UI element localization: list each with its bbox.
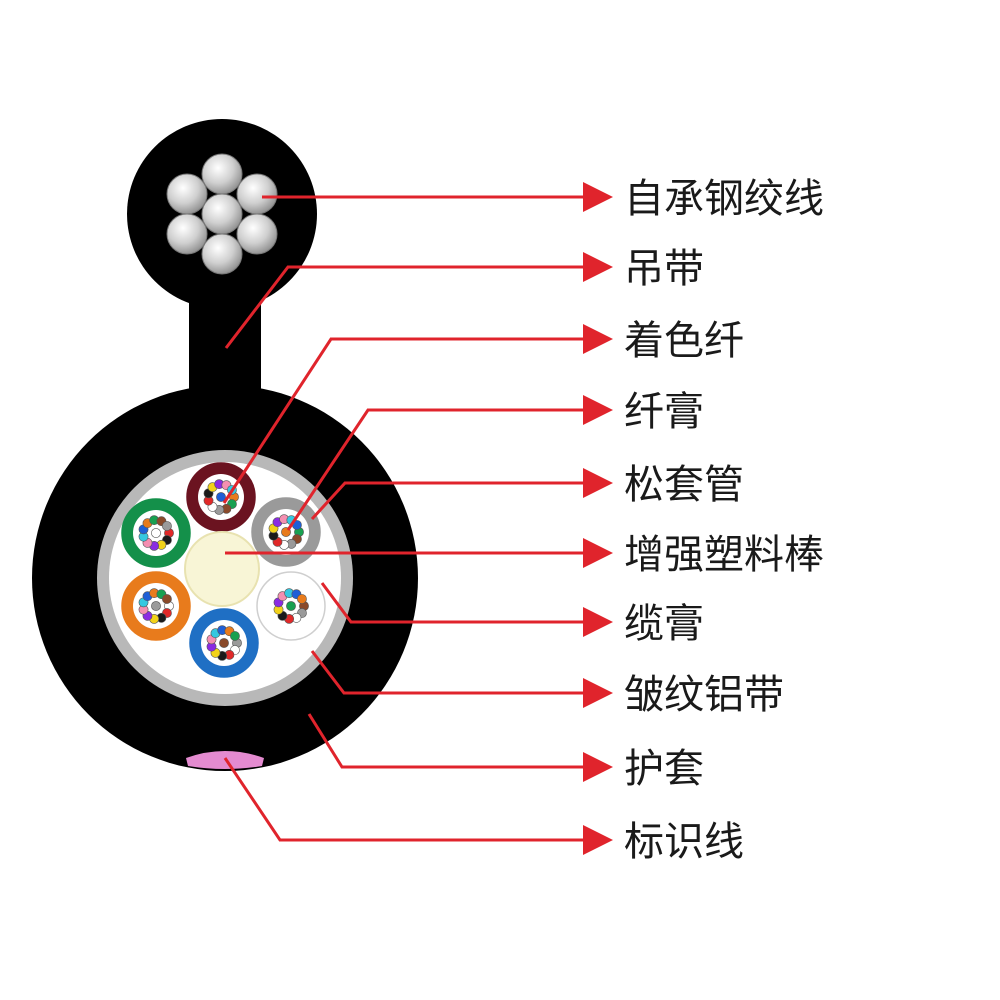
strength-member: [184, 531, 260, 607]
label-marker: 标识线: [624, 819, 744, 865]
colored-fiber: [162, 521, 172, 531]
colored-fiber: [151, 601, 161, 611]
leader-loose-tube: [310, 468, 613, 521]
leader-neck: [224, 252, 613, 349]
leader-aluminum-tape: [310, 650, 613, 708]
label-colored-fiber: 着色纤: [624, 318, 744, 364]
label-loose-tube: 松套管: [624, 462, 744, 508]
label-aluminum-tape: 皱纹铝带: [624, 672, 784, 718]
label-cable-gel: 缆膏: [624, 601, 704, 647]
label-strength-member: 增强塑料棒: [624, 532, 824, 578]
leader-fiber-gel: [286, 395, 613, 531]
colored-fiber: [230, 631, 240, 641]
label-strand: 自承钢绞线: [624, 176, 824, 222]
colored-fiber: [219, 638, 229, 648]
label-neck: 吊带: [624, 246, 704, 292]
colored-fiber: [297, 594, 307, 604]
colored-fiber: [151, 528, 161, 538]
label-fiber-gel: 纤膏: [624, 389, 704, 435]
colored-fiber: [162, 594, 172, 604]
loose-tubes: [121, 462, 326, 678]
label-sheath: 护套: [624, 746, 704, 792]
steel-strand: [166, 153, 278, 275]
colored-fiber: [216, 492, 226, 502]
leader-lines: [222, 182, 613, 855]
leader-colored-fiber: [222, 324, 613, 504]
leader-cable-gel: [320, 582, 613, 637]
colored-fiber: [286, 601, 296, 611]
leader-sheath: [307, 713, 613, 782]
leader-marker: [223, 757, 613, 855]
